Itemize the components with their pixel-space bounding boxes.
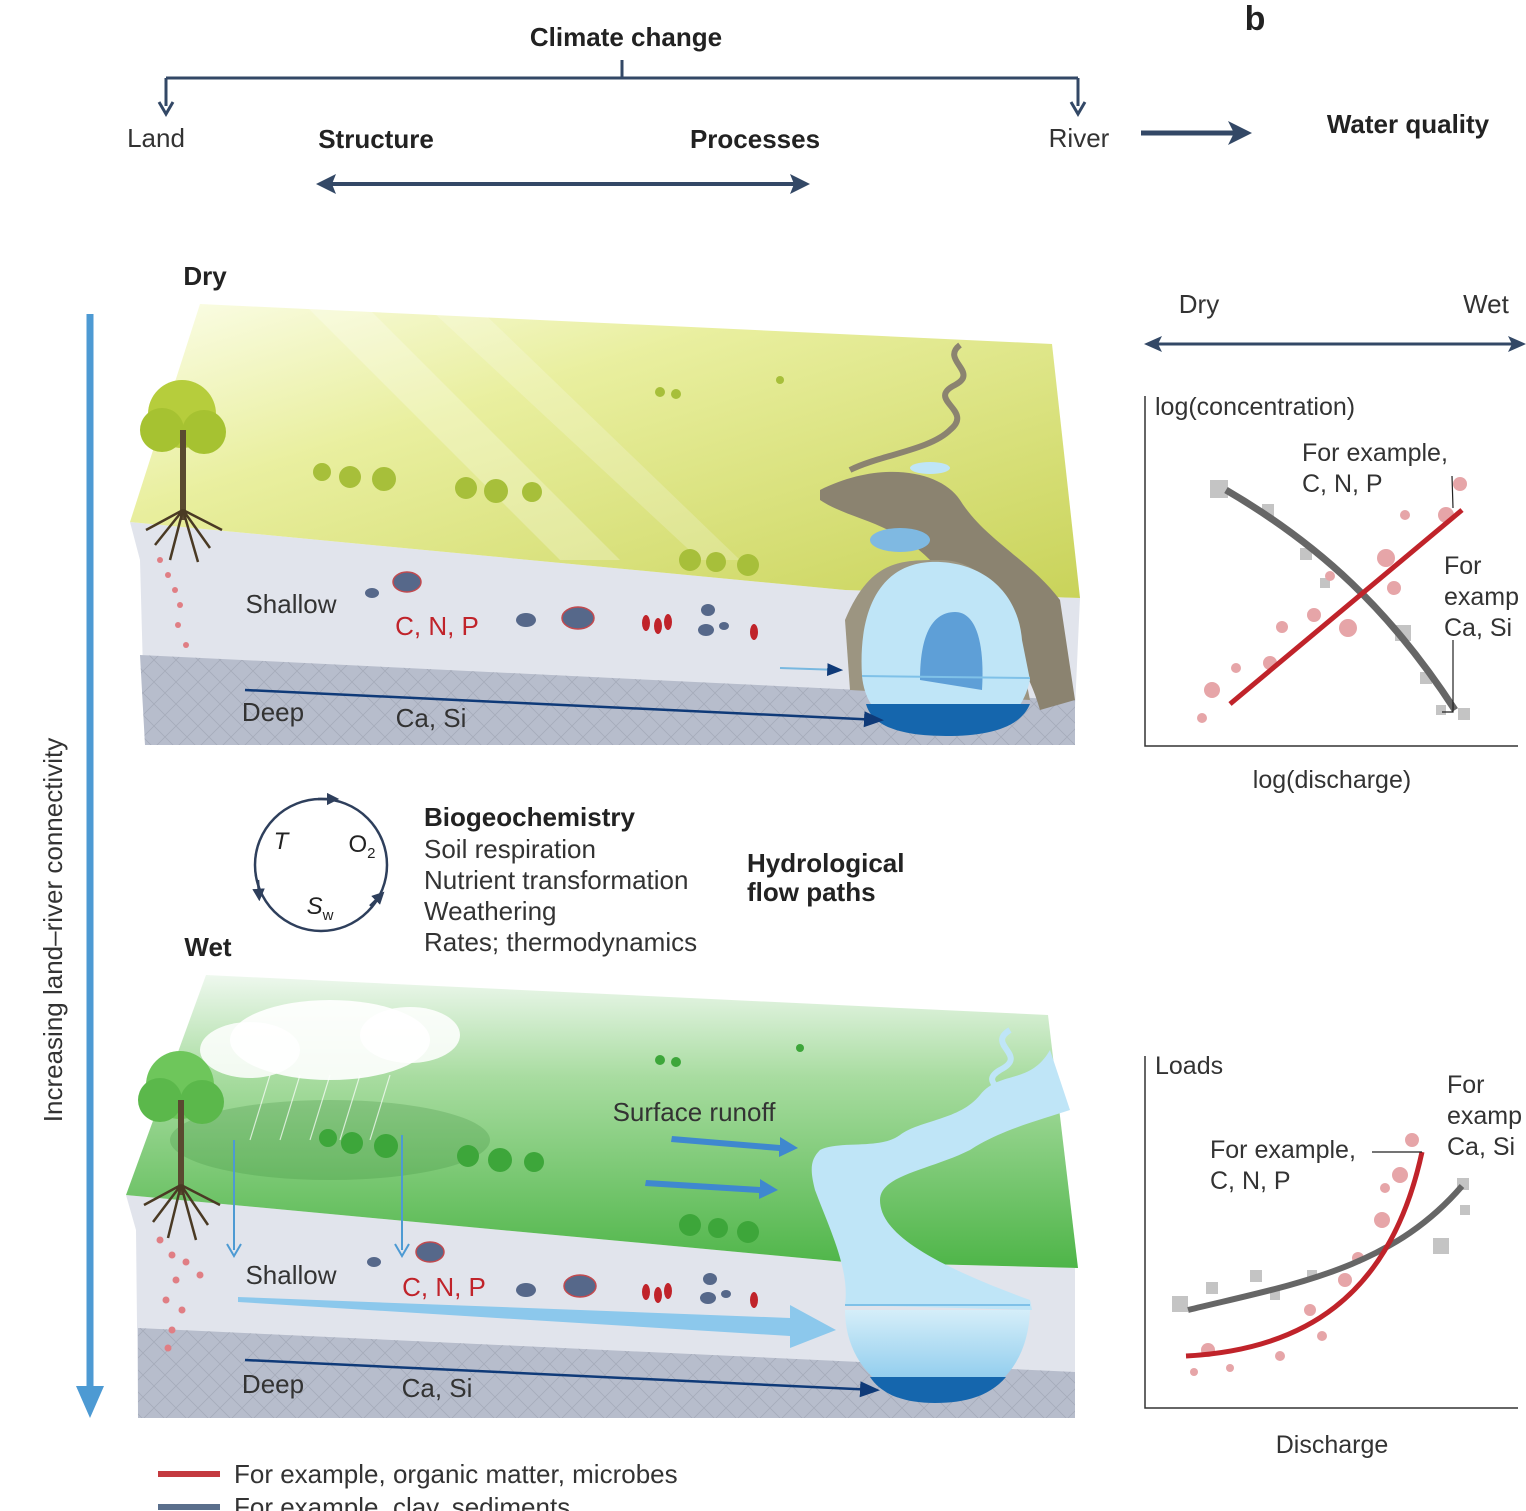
chart2-red-annotation-1: C, N, P	[1210, 1167, 1291, 1195]
cycle-s-sub: w	[322, 907, 334, 924]
chart2-red-points	[1190, 1133, 1419, 1376]
biogeochemistry-text: Biogeochemistry Soil respiration Nutrien…	[424, 802, 697, 957]
cycle-o-sub: 2	[367, 845, 375, 862]
connectivity-label: Increasing land–river connectivity	[38, 738, 68, 1122]
hydro-line1: Hydrological	[747, 848, 904, 878]
chart-loads-discharge: Loads Discharge For example, C, N, P For…	[1144, 1052, 1522, 1459]
climate-bracket	[164, 60, 1080, 106]
chart1-grey-points	[1210, 480, 1470, 720]
river-label: River	[1049, 123, 1110, 153]
bio-item-0: Soil respiration	[424, 834, 596, 864]
chart1-grey-annotation-0: For	[1444, 552, 1482, 580]
wet-river	[811, 1050, 1070, 1310]
chart1-red-points	[1197, 477, 1467, 723]
dry-deep-flow-arrow	[244, 688, 884, 728]
processes-label: Processes	[690, 124, 820, 154]
dry-landscape-block: Shallow Deep C, N, P Ca, Si	[130, 300, 1080, 745]
wet-casi-label: Ca, Si	[402, 1373, 473, 1403]
structure-processes-arrow	[316, 174, 810, 194]
panel-b-label: b	[1245, 0, 1266, 38]
water-quality-arrow	[1141, 121, 1252, 145]
chart-concentration-discharge: log(concentration) log(discharge) For ex…	[1144, 393, 1519, 794]
chart1-xlabel: log(discharge)	[1253, 766, 1411, 794]
chart2-grey-annotation-2: Ca, Si	[1447, 1133, 1515, 1161]
chart2-grey-annotation-1: examp	[1447, 1102, 1522, 1130]
bio-title: Biogeochemistry	[424, 802, 635, 832]
chart1-axes	[1144, 396, 1518, 747]
hydrological-text: Hydrological flow paths	[747, 848, 904, 907]
chart2-ylabel: Loads	[1155, 1052, 1223, 1080]
chart2-axes	[1144, 1056, 1518, 1409]
wet-tree	[138, 1051, 224, 1352]
dry-cnp-label: C, N, P	[395, 611, 479, 641]
cycle-t: T	[274, 828, 291, 855]
wet-cnp-label: C, N, P	[402, 1272, 486, 1302]
legend: For example, organic matter, microbes Fo…	[158, 1459, 678, 1511]
process-cycle: T O2 Sw	[252, 792, 389, 933]
cycle-s-text: S	[307, 893, 323, 920]
dry-deep-label: Deep	[242, 697, 304, 727]
panel-b-dry: Dry	[1179, 289, 1219, 319]
surface-runoff-arrows	[645, 1136, 798, 1199]
land-label: Land	[127, 123, 185, 153]
cycle-o2: O2	[348, 831, 375, 862]
wet-deep-label: Deep	[242, 1369, 304, 1399]
wet-label: Wet	[184, 932, 232, 962]
wet-runoff-label: Surface runoff	[613, 1097, 777, 1127]
chart2-red-trend	[1185, 1151, 1425, 1359]
wet-landscape-block: Surface runoff Shallow Deep C, N, P Ca, …	[126, 975, 1078, 1418]
connectivity-axis: Increasing land–river connectivity	[38, 314, 104, 1418]
dry-particles	[365, 571, 758, 640]
chart2-grey-points	[1172, 1178, 1470, 1312]
wet-particles	[367, 1241, 758, 1308]
water-quality-label: Water quality	[1327, 109, 1490, 139]
chart1-grey-annotation-2: Ca, Si	[1444, 614, 1512, 642]
dry-tree	[140, 380, 226, 648]
chart1-red-annotation-0: For example,	[1302, 439, 1448, 467]
dry-shallow-label: Shallow	[245, 589, 336, 619]
bio-item-1: Nutrient transformation	[424, 865, 688, 895]
chart2-xlabel: Discharge	[1276, 1431, 1389, 1459]
chart2-red-annotation-0: For example,	[1210, 1136, 1356, 1164]
legend-label-grey: For example, clay, sediments	[234, 1492, 570, 1511]
bio-item-2: Weathering	[424, 896, 557, 926]
legend-label-red: For example, organic matter, microbes	[234, 1459, 678, 1489]
wet-shallow-flow-arrow	[238, 1297, 836, 1348]
chart1-red-annotation-1: C, N, P	[1302, 470, 1383, 498]
chart1-red-leader	[1451, 475, 1454, 509]
dry-label: Dry	[183, 261, 227, 291]
climate-change-label: Climate change	[530, 22, 722, 52]
dry-casi-label: Ca, Si	[396, 703, 467, 733]
chart1-grey-trend	[1224, 486, 1458, 712]
header: Climate change Land River Structure Proc…	[127, 0, 1490, 194]
chart1-grey-leader	[1442, 640, 1454, 713]
cycle-sw: Sw	[307, 893, 334, 924]
river-arrow-head	[1069, 101, 1087, 117]
wet-deep-flow-arrow	[244, 1358, 880, 1398]
chart2-grey-trend	[1187, 1184, 1465, 1313]
cycle-o-text: O	[348, 831, 367, 858]
chart1-red-trend	[1228, 508, 1464, 706]
chart1-grey-annotation-1: examp	[1444, 583, 1519, 611]
panel-b-wet: Wet	[1463, 289, 1510, 319]
hydro-line2: flow paths	[747, 877, 876, 907]
bio-item-3: Rates; thermodynamics	[424, 927, 697, 957]
land-arrow-head	[157, 101, 175, 117]
chart2-grey-annotation-0: For	[1447, 1071, 1485, 1099]
structure-label: Structure	[318, 124, 434, 154]
dry-shallow-flow-arrow	[779, 663, 844, 676]
wet-shallow-label: Shallow	[245, 1260, 336, 1290]
panel-b-dry-wet-axis: Dry Wet	[1144, 289, 1526, 352]
chart1-ylabel: log(concentration)	[1155, 393, 1355, 421]
